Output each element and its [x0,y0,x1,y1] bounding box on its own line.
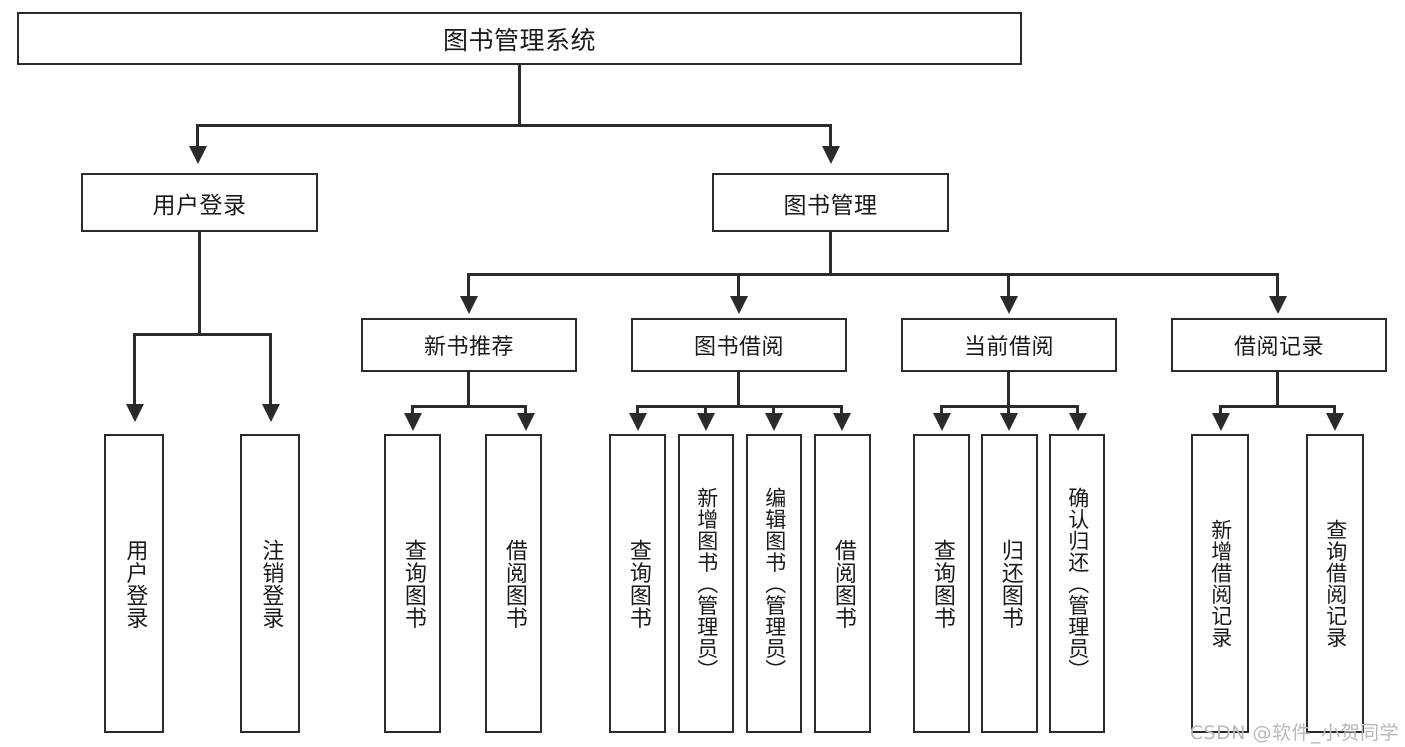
connector-borrow-record-stem [1276,372,1279,407]
arrowhead-borrow-record [1269,296,1287,314]
node-user-login[interactable]: 用户登录 [81,173,318,232]
leaf-node-borrow-books[interactable]: 借阅图书 [814,434,871,733]
node-book-borrow[interactable]: 图书借阅 [631,318,847,372]
connector-to-leaf-6 [704,405,707,415]
arrowhead-leaf-6 [697,413,715,431]
leaf-node-query-borrow-record[interactable]: 查询借阅记录 [1306,434,1364,733]
connector-to-leaf-13 [1333,405,1336,415]
connector-to-leaf-8 [840,405,843,415]
leaf-node-add-borrow-record[interactable]: 新增借阅记录 [1191,434,1249,733]
leaf-node-borrow-books-rec[interactable]: 借阅图书 [485,434,542,733]
connector-root-stem [518,65,521,126]
connector-to-leaf-4 [524,405,527,415]
connector-to-leaf-3 [411,405,414,415]
connector-book-borrow-bus [636,405,843,408]
arrowhead-leaf-12 [1212,413,1230,431]
connector-to-leaf-9 [940,405,943,415]
arrowhead-current-borrow [1000,296,1018,314]
arrowhead-leaf-8 [833,413,851,431]
leaf-node-return-books[interactable]: 归还图书 [981,434,1038,733]
arrowhead-book-mgmt [822,146,840,164]
connector-to-leaf-11 [1076,405,1079,415]
node-new-book-recommend[interactable]: 新书推荐 [361,318,577,372]
node-current-borrow[interactable]: 当前借阅 [901,318,1117,372]
connector-to-leaf-10 [1007,405,1010,415]
connector-to-leaf-5 [636,405,639,415]
arrowhead-leaf-13 [1326,413,1344,431]
connector-current-borrow-stem [1007,372,1010,407]
arrowhead-leaf-9 [933,413,951,431]
connector-book-mgmt-bus [467,273,1279,276]
connector-to-book-borrow [737,273,740,298]
arrowhead-leaf-4 [517,413,535,431]
arrowhead-leaf-5 [629,413,647,431]
arrowhead-user-login [189,146,207,164]
connector-to-leaf-2 [269,333,272,405]
arrowhead-leaf-2 [262,404,280,422]
arrowhead-leaf-11 [1069,413,1087,431]
connector-book-mgmt-stem [829,232,832,275]
connector-borrow-record-bus [1219,405,1336,408]
arrowhead-new-book-rec [460,296,478,314]
connector-book-borrow-stem [737,372,740,407]
leaf-node-edit-book-admin[interactable]: 编辑图书（管理员） [746,434,802,733]
connector-root-bus [196,124,832,127]
arrowhead-leaf-7 [765,413,783,431]
connector-to-leaf-12 [1219,405,1222,415]
connector-to-new-book-rec [467,273,470,298]
connector-to-borrow-record [1276,273,1279,298]
connector-root-to-book-mgmt [829,124,832,148]
node-root-system[interactable]: 图书管理系统 [17,12,1022,65]
leaf-node-confirm-return-admin[interactable]: 确认归还（管理员） [1049,434,1105,733]
leaf-node-query-books-rec[interactable]: 查询图书 [384,434,441,733]
connector-root-to-user-login [196,124,199,148]
node-book-management[interactable]: 图书管理 [712,173,949,232]
connector-to-leaf-1 [133,333,136,405]
leaf-node-query-books-borrow[interactable]: 查询图书 [609,434,666,733]
connector-to-leaf-7 [772,405,775,415]
arrowhead-leaf-1 [126,404,144,422]
connector-user-login-stem [198,232,201,335]
connector-user-login-bus [133,333,272,336]
connector-new-book-rec-bus [411,405,527,408]
leaf-node-logout[interactable]: 注销登录 [240,434,300,733]
arrowhead-leaf-3 [404,413,422,431]
leaf-node-query-books-current[interactable]: 查询图书 [913,434,970,733]
connector-new-book-rec-stem [467,372,470,407]
connector-to-current-borrow [1007,273,1010,298]
leaf-node-user-login[interactable]: 用户登录 [104,434,164,733]
leaf-node-add-book-admin[interactable]: 新增图书（管理员） [678,434,734,733]
arrowhead-leaf-10 [1000,413,1018,431]
arrowhead-book-borrow [730,296,748,314]
node-borrow-record[interactable]: 借阅记录 [1171,318,1387,372]
